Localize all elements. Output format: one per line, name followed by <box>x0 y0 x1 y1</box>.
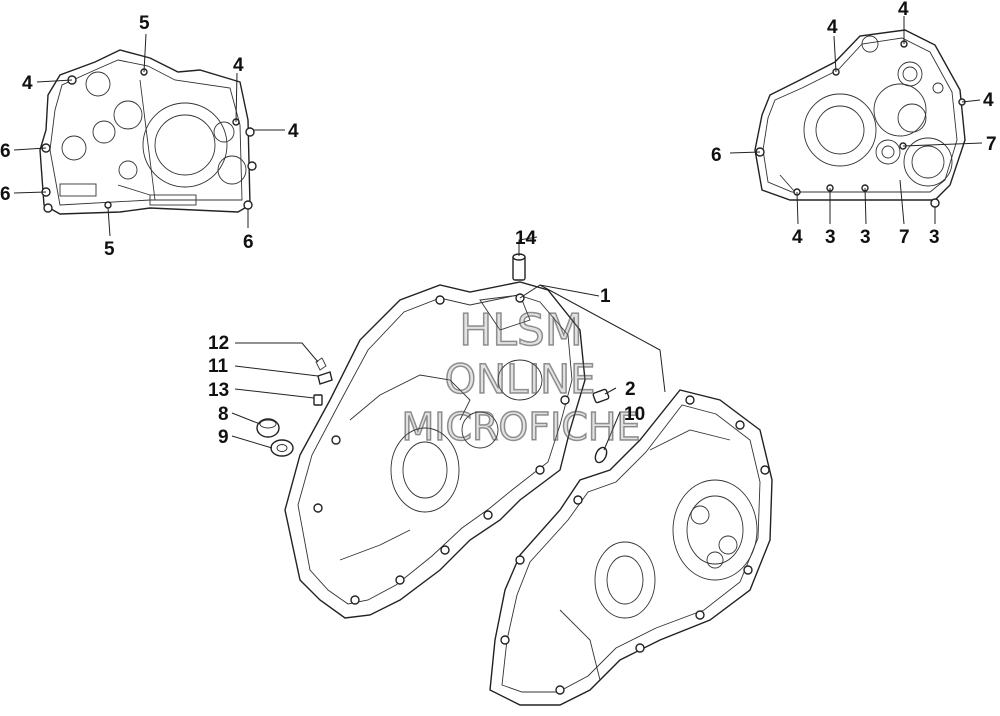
callout-main-12: 12 <box>208 333 229 354</box>
callout-left-4-right-top: 4 <box>233 55 244 76</box>
dowel-pin-14 <box>512 253 526 281</box>
callout-main-9: 9 <box>218 427 229 448</box>
callout-main-13: 13 <box>208 380 229 401</box>
right-crankcase-half <box>489 389 773 706</box>
callout-main-14: 14 <box>515 228 537 249</box>
main-leader-lines <box>231 236 666 451</box>
right-crankcase-view <box>729 16 983 225</box>
callout-right-3-a: 3 <box>825 227 836 248</box>
washer-9 <box>270 439 294 457</box>
callout-right-4-right: 4 <box>983 90 994 111</box>
left-crankcase-view <box>13 33 285 237</box>
callout-right-4-top: 4 <box>898 0 909 20</box>
watermark-line-1: HLSM <box>459 305 583 356</box>
callout-main-2: 2 <box>625 379 636 400</box>
callout-main-11: 11 <box>208 356 229 377</box>
watermark-line-3: MICROFICHE <box>401 405 640 449</box>
callout-left-6-lower: 6 <box>0 184 11 205</box>
callout-labels: 5 4 4 4 6 6 5 6 4 4 4 6 7 4 3 3 7 3 14 1… <box>0 0 997 448</box>
dowel-pin-2 <box>592 388 610 404</box>
callout-right-7-right: 7 <box>986 134 997 155</box>
callout-main-10: 10 <box>624 404 645 425</box>
left-crankcase-half <box>284 281 586 619</box>
callout-left-6-bottom-right: 6 <box>243 232 254 253</box>
callout-right-7-bottom: 7 <box>899 227 910 248</box>
callout-right-3-c: 3 <box>929 227 940 248</box>
bolt-13 <box>313 394 323 406</box>
callout-left-6-upper: 6 <box>0 141 11 162</box>
callout-left-5-bottom: 5 <box>104 239 115 260</box>
o-ring-10 <box>594 446 608 464</box>
callout-left-4-right-mid: 4 <box>288 121 299 142</box>
callout-left-4-left: 4 <box>22 73 33 94</box>
callout-right-4-bottom: 4 <box>792 227 803 248</box>
callout-main-8: 8 <box>218 404 229 425</box>
callout-right-3-b: 3 <box>860 227 871 248</box>
callout-right-4-top-left: 4 <box>827 17 838 38</box>
bracket-11 <box>317 371 333 385</box>
callout-left-5-top: 5 <box>139 13 150 34</box>
drain-plug-8 <box>256 418 280 438</box>
clip-12 <box>315 357 327 371</box>
callout-main-1: 1 <box>600 286 611 307</box>
callout-right-6: 6 <box>711 145 722 166</box>
watermark: HLSM ONLINE MICROFICHE <box>401 304 642 450</box>
watermark-line-2: ONLINE <box>445 357 596 403</box>
